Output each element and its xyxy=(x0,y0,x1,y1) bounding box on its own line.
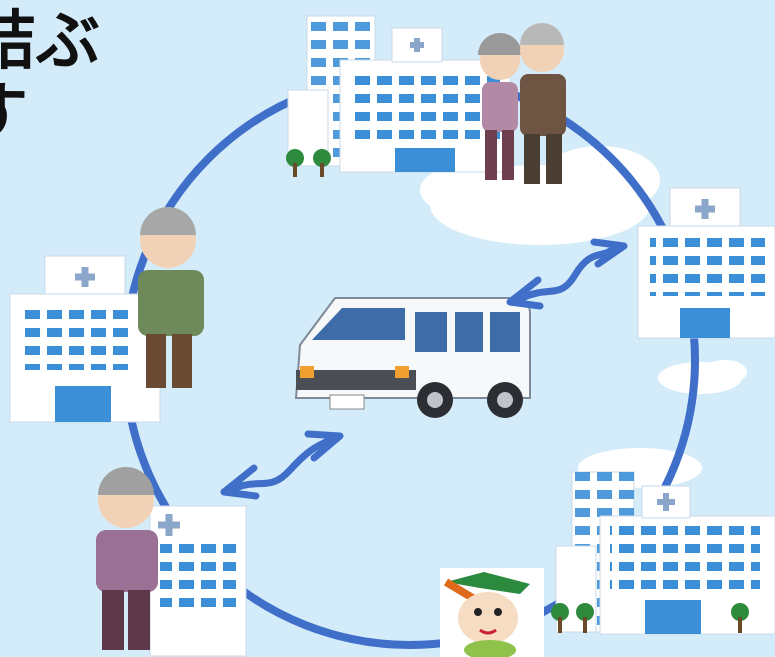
hospital-icon xyxy=(555,471,775,635)
tree-icon xyxy=(551,603,749,633)
exchange-arrow-icon xyxy=(506,238,628,310)
cloud-icon xyxy=(658,360,747,394)
hospital-icon xyxy=(9,255,161,423)
mascot-icon xyxy=(440,568,544,657)
headline-line-1: 結ぶ xyxy=(0,5,100,79)
hospital-icon xyxy=(637,187,775,339)
exchange-arrow-icon xyxy=(220,430,344,500)
headline-line-2: す xyxy=(0,78,100,150)
headline: 結ぶ す xyxy=(0,6,100,150)
elderly-person-icon xyxy=(478,33,522,180)
hospital-icon xyxy=(149,505,247,657)
hospital-icon xyxy=(287,15,511,173)
elderly-person-icon xyxy=(96,467,158,650)
van-icon xyxy=(294,297,531,418)
tree-icon xyxy=(286,149,331,177)
elderly-person-icon xyxy=(138,207,204,388)
elderly-person-icon xyxy=(520,23,566,184)
